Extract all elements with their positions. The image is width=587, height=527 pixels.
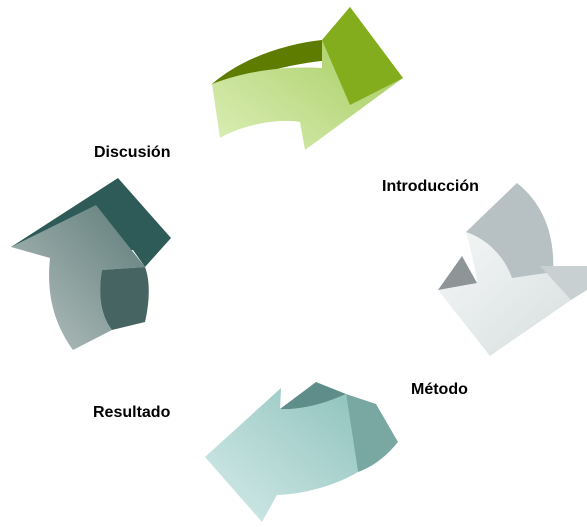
label-discusion: Discusión <box>94 144 171 161</box>
arrow-teal-bottom-face <box>205 388 358 522</box>
arrow-silver-right-side <box>466 183 554 278</box>
label-introduccion: Introducción <box>382 178 479 195</box>
arrow-slate-left <box>11 178 171 350</box>
arrow-slate-left-face <box>11 205 145 350</box>
arrow-silver-right <box>438 183 587 356</box>
arrow-green-top-head <box>322 7 403 105</box>
arrow-silver-right-base <box>438 256 477 290</box>
label-resultado: Resultado <box>93 404 171 421</box>
arrow-slate-left-inner <box>100 267 149 330</box>
arrow-teal-bottom-side <box>346 394 398 472</box>
arrow-green-top <box>212 7 403 150</box>
arrow-teal-bottom-top <box>280 382 346 410</box>
label-metodo: Método <box>411 381 468 398</box>
arrow-silver-right-face <box>438 232 571 356</box>
arrow-silver-right-head <box>540 266 587 300</box>
arrow-teal-bottom <box>205 382 398 522</box>
